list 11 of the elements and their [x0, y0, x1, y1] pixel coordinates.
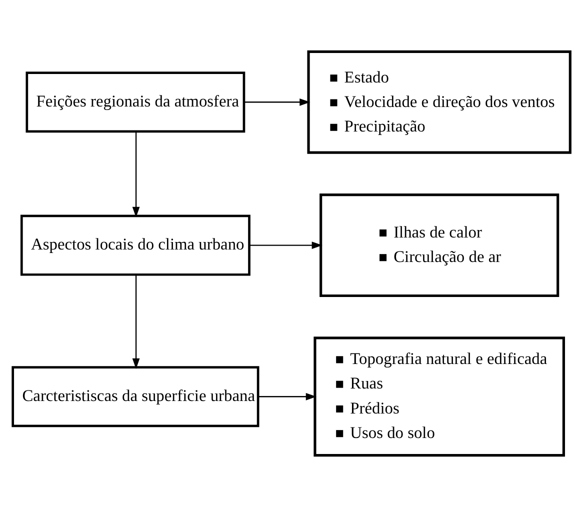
- arrow: [244, 98, 310, 106]
- arrow: [249, 242, 322, 249]
- node-box: Carcteristiscas da superficie urbana: [12, 366, 260, 428]
- node-box: Aspectos locais do clima urbano: [20, 214, 250, 276]
- arrow: [132, 132, 140, 218]
- node-box: Feições regionais da atmosfera: [26, 72, 246, 133]
- arrow: [258, 392, 316, 400]
- node-box: Ilhas de calor Circulação de ar: [320, 194, 560, 298]
- arrow: [132, 274, 140, 369]
- node-box: Topografia natural e edificada Ruas Prédios Usos do solo: [314, 336, 565, 457]
- node-box: Estado Velocidade e direção dos ventos Precipitação: [307, 50, 572, 154]
